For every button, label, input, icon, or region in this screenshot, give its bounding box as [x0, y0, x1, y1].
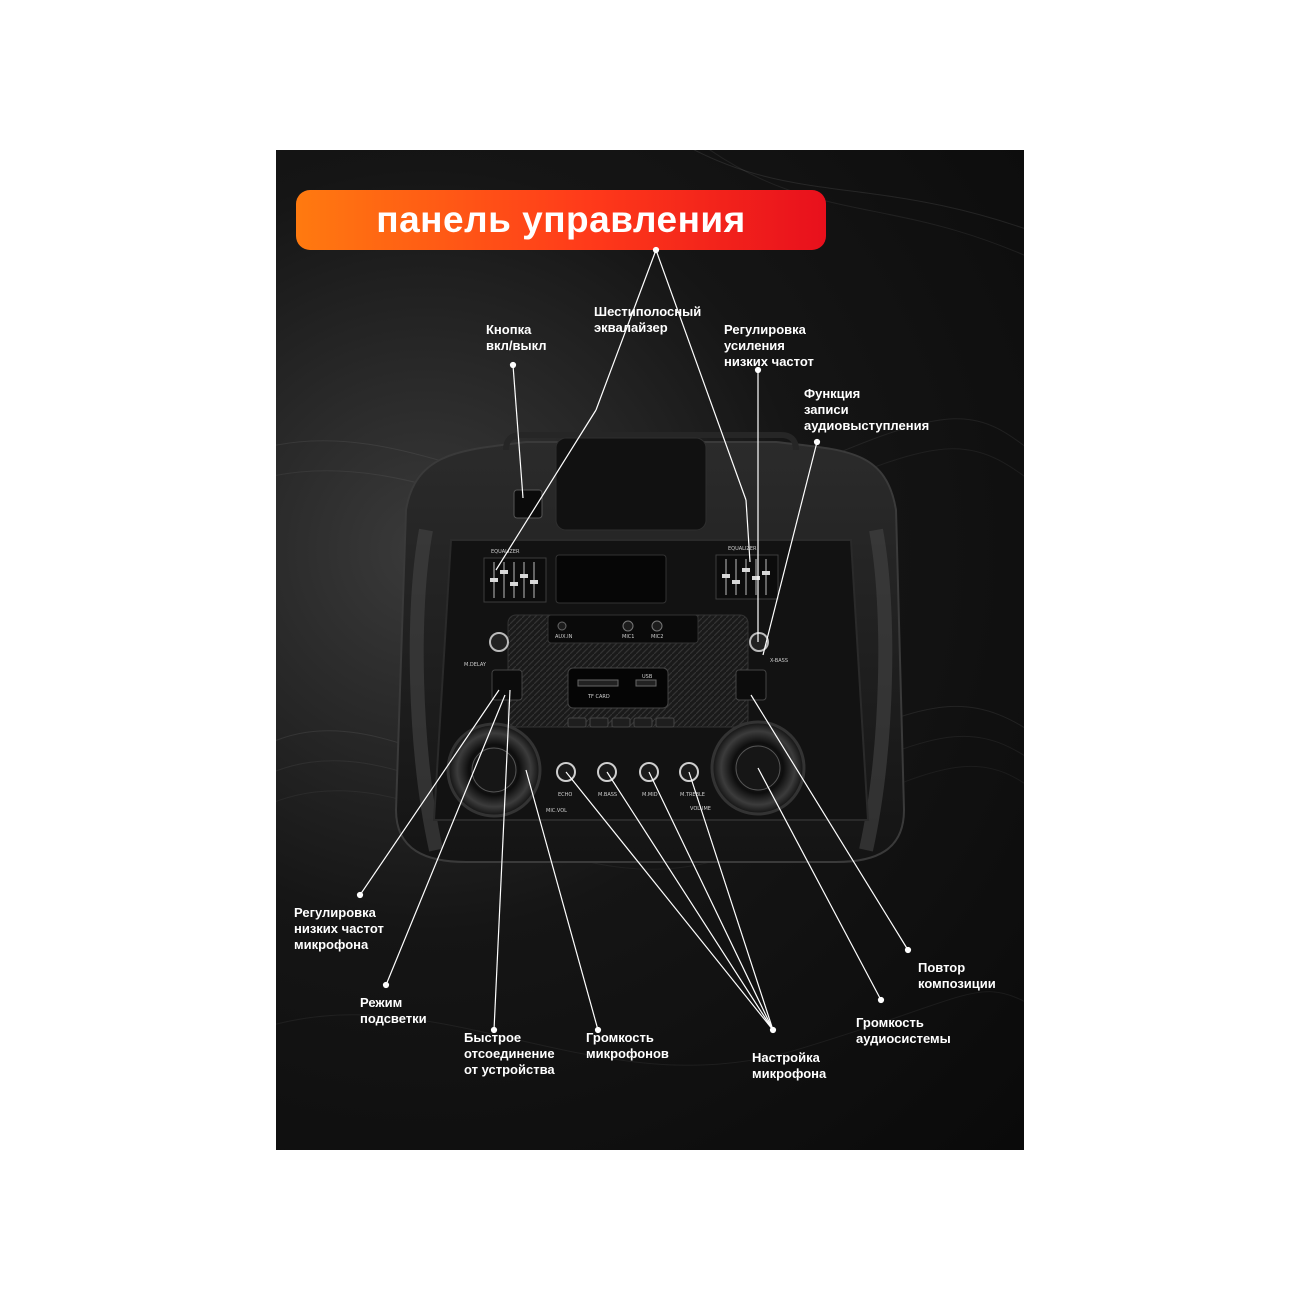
title-banner: панель управления	[296, 190, 826, 250]
callout-recording: Функция записи аудиовыступления	[804, 386, 930, 433]
echo-label: ECHO	[558, 792, 572, 798]
callout-power-button: Кнопка вкл/выкл	[486, 322, 547, 353]
x-bass-label: X-BASS	[770, 658, 788, 664]
mic-vol-label: MIC.VOL	[546, 808, 567, 814]
equalizer-left: EQUALIZER	[483, 549, 547, 603]
mic2-label: MIC2	[651, 634, 663, 640]
media-slot-panel	[567, 667, 669, 709]
equalizer-right: EQUALIZER	[715, 546, 779, 600]
repeat-button	[735, 669, 767, 701]
callout-bass-boost: Регулировка усиления низких частот	[724, 322, 814, 369]
callout-system-volume: Громкость аудиосистемы	[856, 1015, 951, 1046]
speaker-handle	[555, 437, 707, 531]
callout-mic-volume: Громкость микрофонов	[586, 1030, 669, 1061]
tf-card-label: TF CARD	[587, 694, 610, 700]
light-mode-button	[491, 669, 523, 701]
equalizer-right-label: EQUALIZER	[728, 546, 757, 552]
m-delay-label: M.DELAY	[464, 662, 487, 668]
page-title: панель управления	[376, 199, 746, 240]
callout-mic-bass: Регулировка низких частот микрофона	[294, 905, 384, 952]
callout-mic-settings: Настройка микрофона	[752, 1050, 827, 1081]
callout-six-band-eq: Шестиполосный эквалайзер	[594, 304, 702, 335]
product-card: панель управления	[276, 150, 1024, 1150]
m-bass-label: M.BASS	[598, 792, 617, 798]
equalizer-left-label: EQUALIZER	[491, 549, 520, 555]
m-treble-label: M.TREBLE	[680, 792, 705, 798]
callout-lines	[356, 246, 912, 1034]
m-delay-knob	[489, 632, 509, 652]
callout-repeat: Повтор композиции	[918, 960, 996, 991]
aux-in-label: AUX.IN	[555, 634, 573, 640]
callout-light-mode: Режим подсветки	[360, 995, 427, 1026]
mic1-label: MIC1	[622, 634, 634, 640]
usb-label: USB	[642, 674, 653, 680]
led-display	[555, 554, 667, 604]
m-mid-label: M.MID	[642, 792, 658, 798]
speaker-control-panel-illustration: EQUALIZER EQUALIZER	[356, 246, 912, 1034]
x-bass-knob	[749, 632, 769, 652]
callout-quick-disconnect: Быстрое отсоединение от устройства	[464, 1030, 555, 1077]
